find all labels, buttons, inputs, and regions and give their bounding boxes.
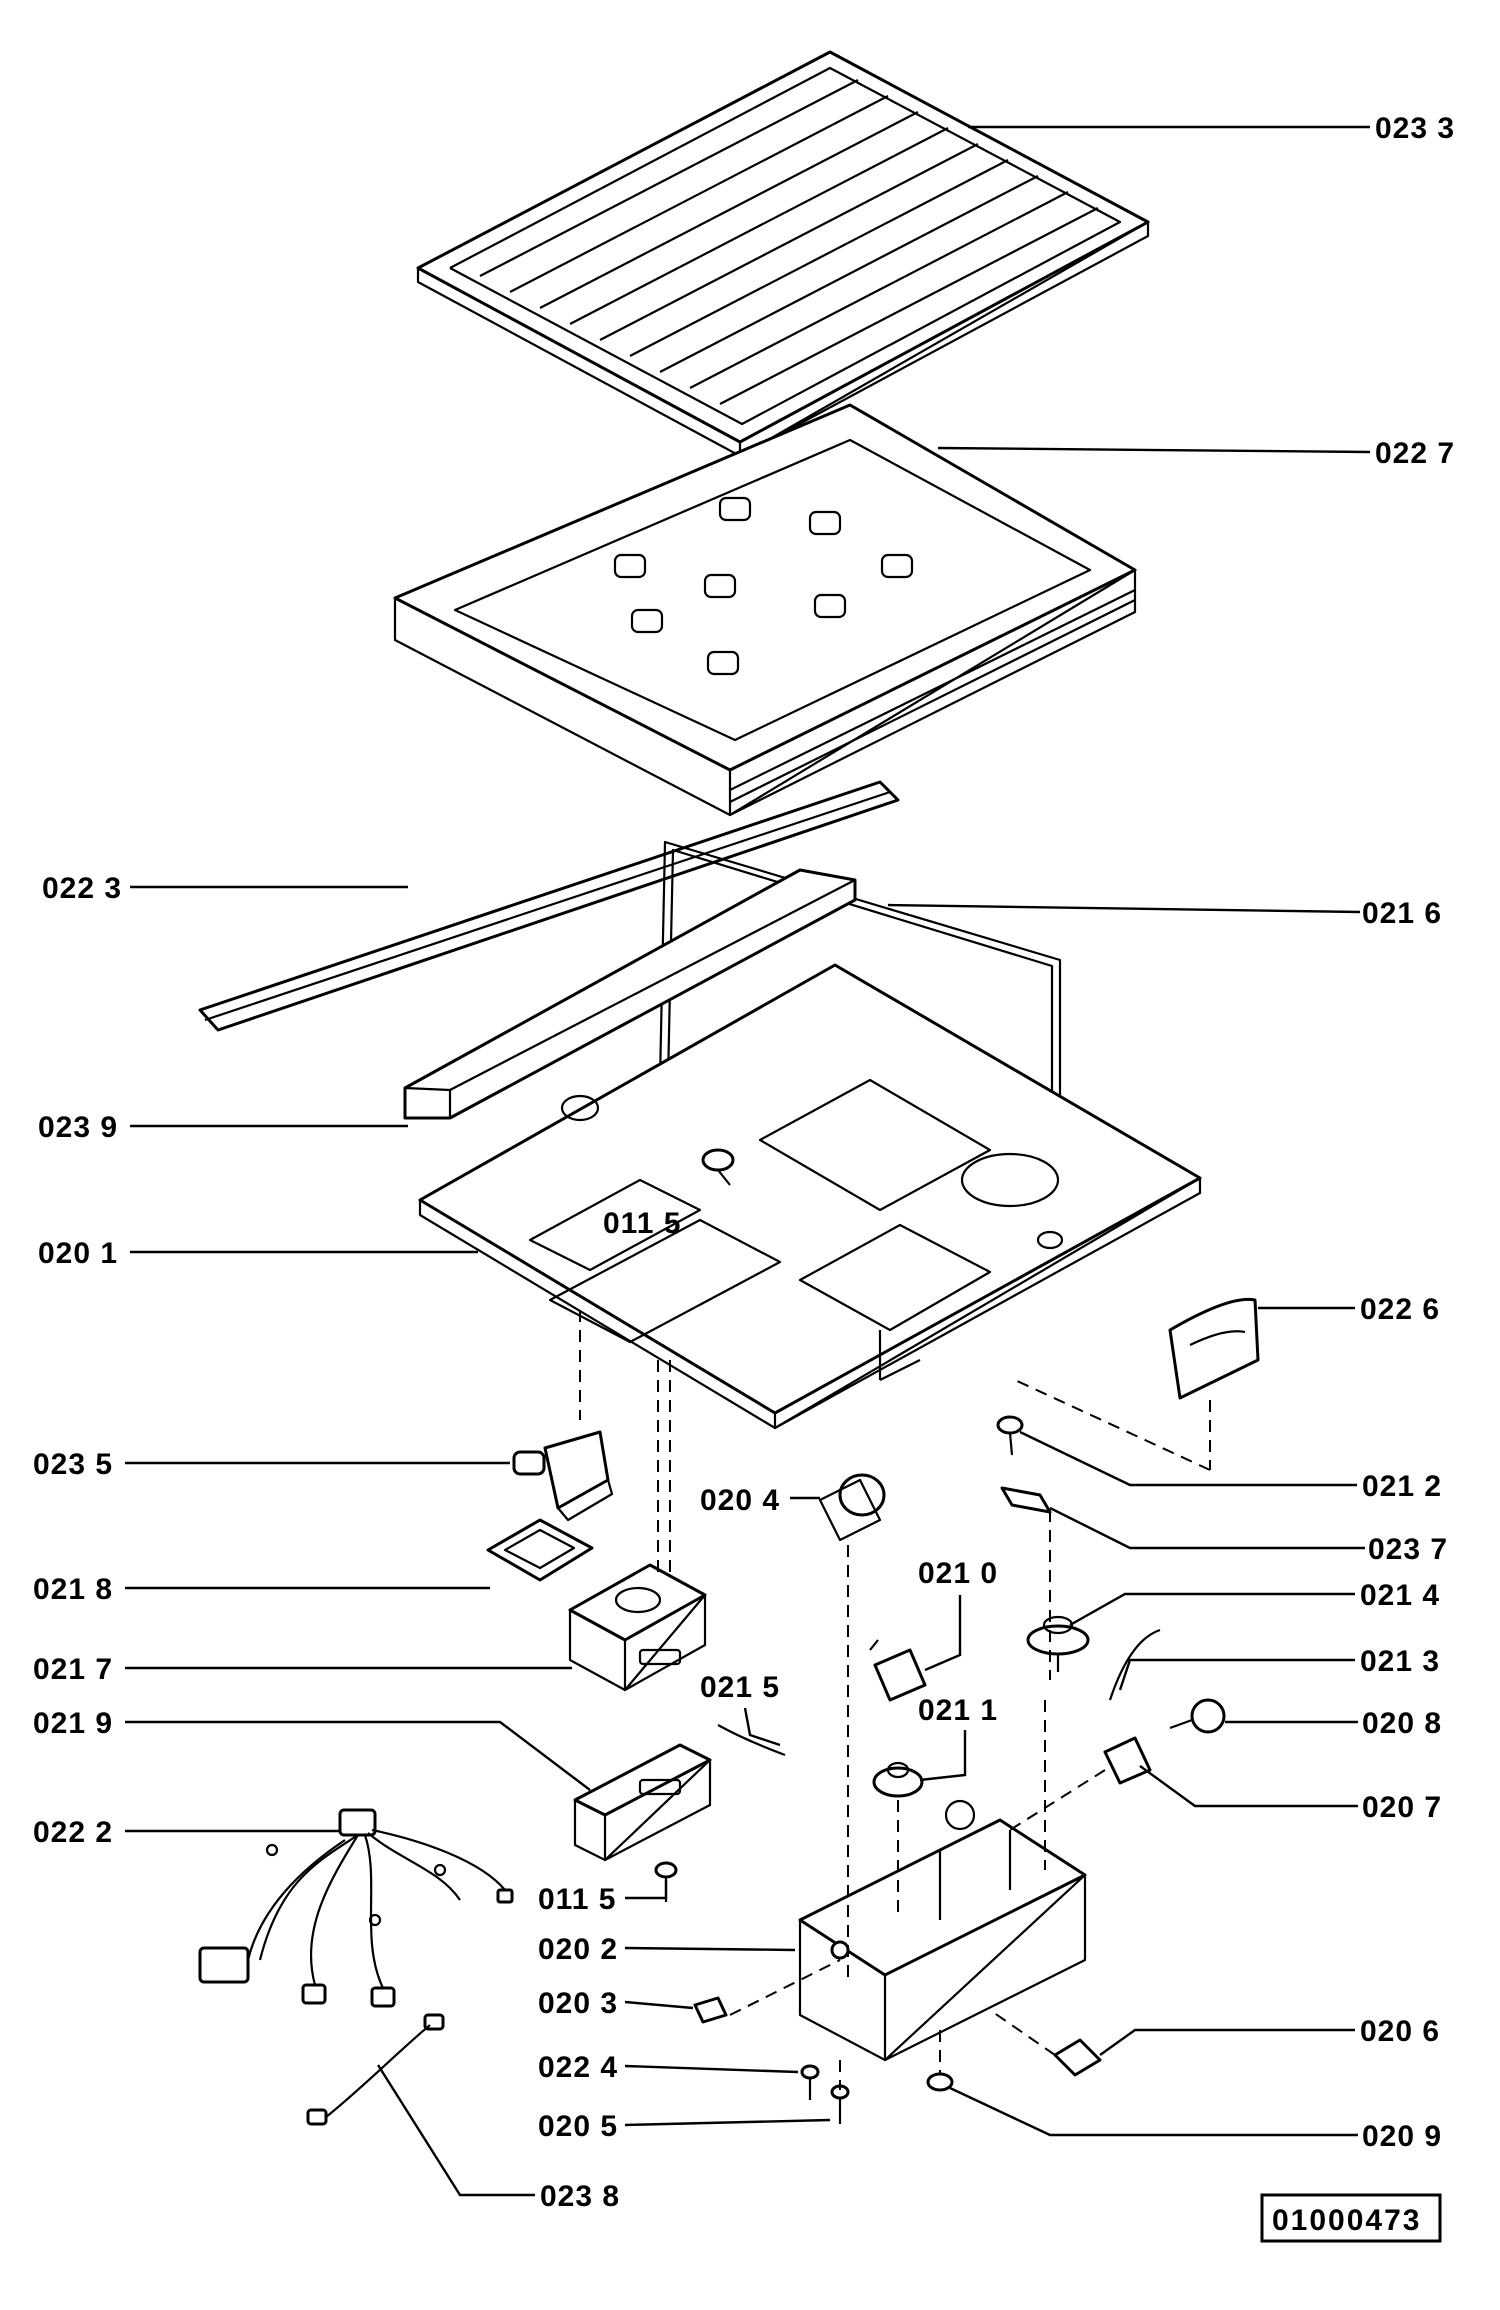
callout-0115-lower: 011 5 bbox=[538, 1883, 616, 1916]
part-lamp-socket bbox=[1103, 1736, 1152, 1785]
part-screw-0212 bbox=[996, 1415, 1024, 1456]
part-rocker-switch bbox=[1053, 2038, 1102, 2077]
part-freezer-tray bbox=[393, 403, 1137, 817]
callout-0222: 022 2 bbox=[33, 1816, 113, 1849]
part-clip bbox=[1000, 1486, 1052, 1514]
callout-0235: 023 5 bbox=[33, 1448, 113, 1481]
part-bracket bbox=[573, 1743, 712, 1862]
callout-0205: 020 5 bbox=[538, 2110, 618, 2143]
part-knob bbox=[512, 1430, 614, 1522]
callout-0211: 021 1 bbox=[918, 1694, 998, 1727]
part-cable-plugs bbox=[306, 2013, 445, 2126]
part-housing-box bbox=[798, 1799, 1087, 2062]
callout-0233: 023 3 bbox=[1375, 112, 1455, 145]
document-reference: 01000473 bbox=[1260, 2193, 1442, 2243]
callout-0212: 021 2 bbox=[1362, 1470, 1442, 1503]
callout-0237: 023 7 bbox=[1368, 1533, 1448, 1566]
part-wiring-harness bbox=[198, 1808, 514, 2008]
callout-labels: 023 3 022 7 022 3 021 6 023 9 011 5 020 … bbox=[33, 112, 1455, 2213]
part-cover-piece bbox=[1168, 1297, 1260, 1400]
callout-0204: 020 4 bbox=[700, 1484, 780, 1517]
callout-0224: 022 4 bbox=[538, 2051, 618, 2084]
callout-0202: 020 2 bbox=[538, 1933, 618, 1966]
callout-0115-upper: 011 5 bbox=[603, 1207, 681, 1240]
part-lead bbox=[717, 1724, 786, 1757]
part-small-0202 bbox=[830, 1940, 850, 1960]
callout-leaders bbox=[125, 125, 1371, 2197]
callout-0206: 020 6 bbox=[1360, 2015, 1440, 2048]
part-profile-strip bbox=[198, 780, 900, 1032]
callout-0226: 022 6 bbox=[1360, 1293, 1440, 1326]
callout-0210: 021 0 bbox=[918, 1557, 998, 1590]
part-switch bbox=[818, 1473, 886, 1542]
callout-0217: 021 7 bbox=[33, 1653, 113, 1686]
part-dial bbox=[1026, 1615, 1090, 1672]
callout-0203: 020 3 bbox=[538, 1987, 618, 2020]
part-screw-upper bbox=[701, 1148, 735, 1186]
part-bulb bbox=[1169, 1698, 1226, 1734]
callout-0208: 020 8 bbox=[1362, 1707, 1442, 1740]
part-thermostat-housing bbox=[568, 1563, 707, 1692]
callout-0207: 020 7 bbox=[1362, 1791, 1442, 1824]
part-grid-shelf bbox=[416, 50, 1150, 458]
part-gasket-frame bbox=[486, 1518, 594, 1582]
document-reference-number: 01000473 bbox=[1272, 2204, 1421, 2237]
part-washer bbox=[926, 2072, 954, 2092]
callout-0201: 020 1 bbox=[38, 1237, 118, 1270]
part-connector-0203 bbox=[693, 1996, 728, 2024]
part-channel-profile bbox=[403, 868, 857, 1120]
part-screw-0205 bbox=[830, 2084, 850, 2124]
callout-0213: 021 3 bbox=[1360, 1645, 1440, 1678]
part-base-plate bbox=[418, 963, 1202, 1430]
callout-0219: 021 9 bbox=[33, 1707, 113, 1740]
part-lamp-holder bbox=[872, 1761, 924, 1798]
part-tube bbox=[1108, 1628, 1161, 1701]
callout-0218: 021 8 bbox=[33, 1573, 113, 1606]
part-sensor bbox=[869, 1639, 927, 1702]
callout-0239: 023 9 bbox=[38, 1111, 118, 1144]
part-screw-0224 bbox=[800, 2064, 820, 2100]
document-reference-box bbox=[1260, 2193, 1442, 2243]
callout-0216: 021 6 bbox=[1362, 897, 1442, 930]
callout-0238: 023 8 bbox=[540, 2180, 620, 2213]
assembly-lines bbox=[579, 1310, 1211, 2090]
callout-0215: 021 5 bbox=[700, 1671, 780, 1704]
callout-0214: 021 4 bbox=[1360, 1579, 1440, 1612]
callout-0209: 020 9 bbox=[1362, 2120, 1442, 2153]
callout-0223: 022 3 bbox=[42, 872, 122, 905]
callout-0227: 022 7 bbox=[1375, 437, 1455, 470]
